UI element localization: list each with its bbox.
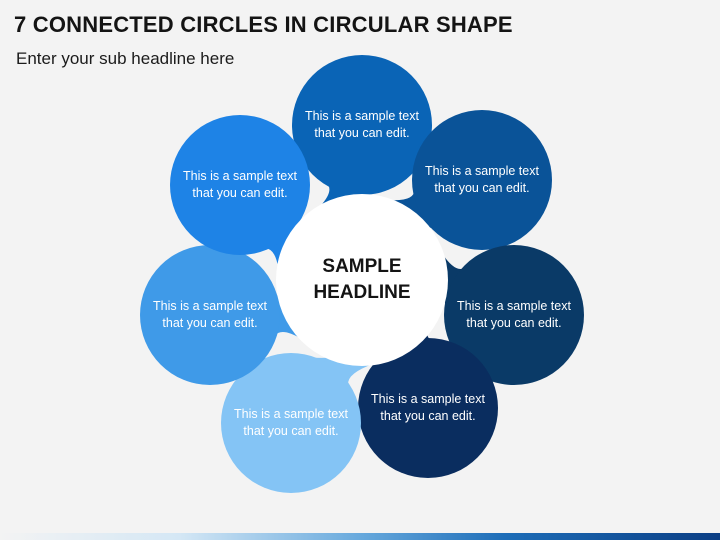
bubble-circle-upper-right xyxy=(412,110,552,250)
circle-text-right: This is a sample text that you can edit. xyxy=(457,299,571,330)
circle-bubble-left xyxy=(140,245,330,385)
circle-text-upper-right: This is a sample text that you can edit. xyxy=(425,164,539,195)
bottom-accent-bar xyxy=(0,533,720,540)
circle-text-left: This is a sample text that you can edit. xyxy=(153,299,267,330)
bubble-circle-right xyxy=(444,245,584,385)
bubble-circle-upper-left xyxy=(170,115,310,255)
bubble-circle-lower-right xyxy=(358,338,498,478)
slide-subtitle: Enter your sub headline here xyxy=(16,49,235,68)
center-headline-line1: SAMPLE xyxy=(322,256,402,277)
circle-bubble-upper-left xyxy=(170,115,310,306)
circle-bubble-bottom xyxy=(221,353,404,493)
circle-text-bottom: This is a sample text that you can edit. xyxy=(234,407,348,438)
circle-text-top: This is a sample text that you can edit. xyxy=(305,109,419,140)
circle-text-upper-left: This is a sample text that you can edit. xyxy=(183,169,297,200)
bubble-circle-top xyxy=(292,55,432,195)
center-headline-line2: HEADLINE xyxy=(313,282,411,303)
bubble-circle-left xyxy=(140,245,280,385)
slide-title: 7 CONNECTED CIRCLES IN CIRCULAR SHAPE xyxy=(14,12,513,37)
center-headline: SAMPLE HEADLINE xyxy=(292,254,432,306)
circle-text-lower-right: This is a sample text that you can edit. xyxy=(371,392,485,423)
circle-bubble-lower-right xyxy=(358,291,498,478)
circle-bubble-top xyxy=(291,55,432,231)
bubble-circle-bottom xyxy=(221,353,361,493)
center-circle xyxy=(276,194,448,366)
